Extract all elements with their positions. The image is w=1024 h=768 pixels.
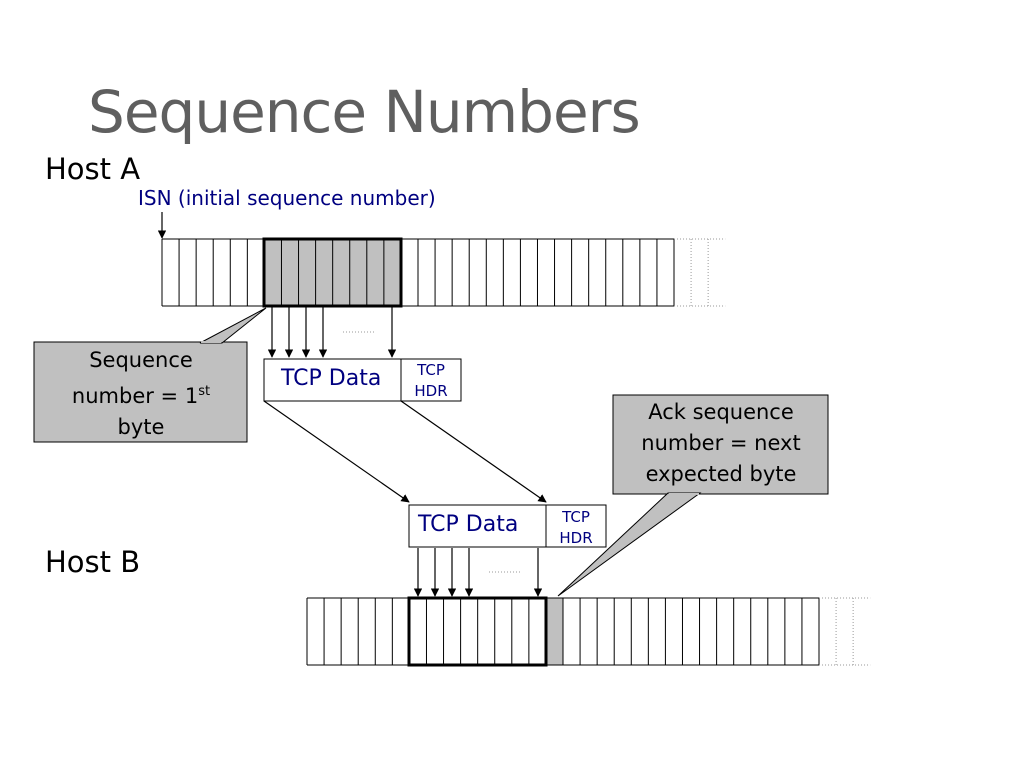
callout-sequence-line2-prefix: number = 1 — [71, 384, 199, 408]
packet-b-data-box — [408, 504, 547, 548]
callout-ack-text: Ack sequence number = next expected byte — [615, 397, 827, 490]
callout-sequence-pointer — [199, 307, 267, 344]
packet-a-header-line1: TCP — [417, 361, 445, 379]
callout-sequence-text: Sequence number = 1st byte — [36, 345, 246, 443]
next-expected-byte — [546, 598, 563, 665]
packet-to-host-b-arrows — [413, 548, 543, 597]
packet-a-header-box — [400, 358, 462, 402]
packet-b-header-label: TCP HDR — [546, 507, 606, 549]
host-b-segment-border — [407, 596, 548, 667]
callout-ack-box — [612, 394, 829, 495]
slide-title: Sequence Numbers — [88, 78, 641, 146]
callout-ack-line1: Ack sequence — [648, 400, 794, 424]
packet-b — [408, 504, 607, 548]
host-a-segment-border — [262, 237, 403, 308]
packet-b-header-line1: TCP — [562, 508, 590, 526]
packet-a-header-label: TCP HDR — [401, 360, 461, 402]
host-b-byte-stream — [306, 596, 871, 667]
packet-a-data-label: TCP Data — [281, 366, 382, 391]
packet-b-header-line2: HDR — [559, 529, 593, 547]
host-a-label: Host A — [45, 152, 141, 186]
packet-b-header-box — [545, 504, 607, 548]
packet-transfer-arrows — [263, 400, 547, 503]
packet-a-data-box — [263, 358, 402, 402]
callout-sequence-line1: Sequence — [89, 348, 193, 372]
packet-b-data-label: TCP Data — [418, 512, 519, 537]
host-a-byte-stream — [161, 237, 726, 308]
callout-sequence-line2: number = 1st — [36, 376, 246, 412]
callout-sequence-superscript: st — [198, 384, 211, 399]
callout-sequence-box — [33, 341, 248, 443]
isn-label: ISN (initial sequence number) — [138, 186, 436, 210]
callout-ack-line2: number = next — [641, 431, 801, 455]
host-b-label: Host B — [45, 545, 141, 579]
callout-sequence-line3: byte — [117, 415, 165, 439]
packet-a — [263, 358, 462, 402]
packet-a-header-line2: HDR — [414, 382, 448, 400]
callout-ack-line3: expected byte — [645, 462, 797, 486]
host-a-to-packet-arrows — [267, 307, 397, 358]
